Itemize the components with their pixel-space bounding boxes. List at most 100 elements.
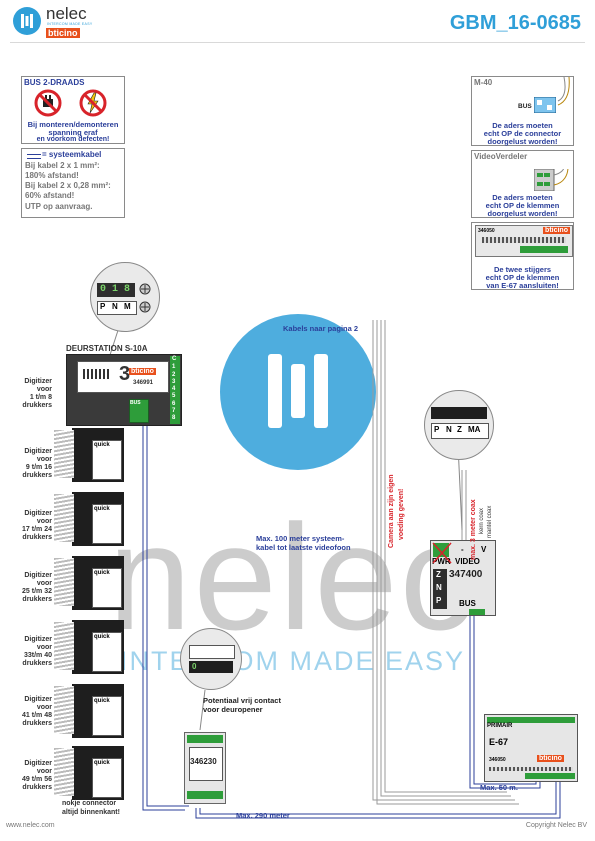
monitor-pwr: PWR xyxy=(432,557,451,566)
document-code: GBM_16-0685 xyxy=(449,12,581,34)
nokje-note-1: nokje connector xyxy=(62,800,117,807)
zoom-monitor-key-n: N xyxy=(446,425,452,434)
no-lightning-icon xyxy=(79,89,107,117)
module-text: quick xyxy=(94,570,110,576)
zoom-digit-0: 0 xyxy=(100,284,107,295)
zoom-pointer-relay xyxy=(199,689,206,731)
coax-note-2: kern coax xyxy=(479,507,485,534)
brand-name: nelec xyxy=(46,4,87,23)
zoom-screw-icon-2 xyxy=(139,301,151,313)
cable-line-2: 180% afstand! xyxy=(25,171,79,180)
door-station: 3 bticino 346991 BUS C 1 2 3 4 5 6 7 8 xyxy=(66,354,182,426)
monitor-key-p: P xyxy=(436,596,442,605)
note-max100-1: Max. 100 meter systeem- xyxy=(256,534,345,543)
camera-note-1: Camera aan zijn eigen xyxy=(388,474,395,548)
zoom-key-panel xyxy=(97,301,137,315)
video-distributor-box: VideoVerdeler De aders moeten echt OP de… xyxy=(471,150,574,218)
riser-text-2: echt OP de klemmen xyxy=(485,273,560,282)
coax-note-3: mantel coax xyxy=(487,505,493,538)
module-text: quick xyxy=(94,634,110,640)
video-title: VideoVerdeler xyxy=(474,152,528,161)
zoom-key-m: M xyxy=(124,302,131,311)
terminal-5: 5 xyxy=(172,393,176,399)
m40-title: M-40 xyxy=(474,78,493,87)
zoom-monitor-key-p: P xyxy=(434,425,440,434)
relay-module: 346230 xyxy=(184,732,226,804)
zoom-digit-2: 8 xyxy=(124,284,131,295)
monitor-minus: - xyxy=(461,545,464,554)
sub-brand: bticino xyxy=(46,28,80,38)
zoom-monitor-key-z: Z xyxy=(457,425,462,434)
cable-line-4: 60% afstand! xyxy=(25,191,75,200)
warning-title: BUS 2-DRAADS xyxy=(24,78,85,87)
door-station-bus-terminal xyxy=(129,399,149,423)
nelec-logo-icon xyxy=(13,7,41,35)
door-station-digit: 3 xyxy=(119,363,131,385)
brand-tagline: INTERCOM MADE EASY xyxy=(47,22,93,26)
riser-text-1: De twee stijgers xyxy=(493,265,552,274)
riser-cables xyxy=(372,320,519,805)
monitor-bus: BUS xyxy=(459,599,476,608)
module-text: quick xyxy=(94,506,110,512)
note-contact-1: Potentiaal vrij contact xyxy=(203,696,281,705)
m40-text-3: doorgelust worden! xyxy=(487,137,558,146)
digitizer-module: quick xyxy=(54,556,126,610)
terminal-c: C xyxy=(172,356,177,362)
digitizer-module: quick xyxy=(54,492,126,546)
header-divider xyxy=(10,42,585,43)
note-contact-2: voor deuropener xyxy=(203,705,263,714)
video-distributor-icon xyxy=(534,169,569,191)
warning-text-3: en voorkom defecten! xyxy=(36,136,110,143)
zoom-key-n: N xyxy=(112,302,118,311)
zoom-relay: 0 xyxy=(180,628,242,690)
no-plug-icon xyxy=(34,89,62,117)
e67-mini-terminals xyxy=(520,246,568,253)
terminal-2: 2 xyxy=(172,372,176,378)
zoom-key-p: P xyxy=(100,302,106,311)
module-text: quick xyxy=(94,698,110,704)
cable-line-1: Bij kabel 2 x 1 mm²: xyxy=(25,161,100,170)
cable-line-3: Bij kabel 2 x 0,28 mm²: xyxy=(25,181,111,190)
m40-text-2: echt OP de connector xyxy=(483,129,562,138)
video-text-3: doorgelust worden! xyxy=(487,209,558,218)
monitor-video: VIDEO xyxy=(455,557,480,566)
nelec-logo: nelec INTERCOM MADE EASY bticino xyxy=(12,4,132,38)
coax-cables xyxy=(461,470,467,545)
coax-note-1: max. 3 meter coax xyxy=(470,499,477,560)
monitor-model: 347400 xyxy=(449,569,483,580)
zoom-relay-digit: 0 xyxy=(192,662,197,671)
nokje-note-2: altijd binnenkant! xyxy=(62,809,120,816)
warning-text-2: spanning eraf xyxy=(48,128,98,137)
door-station-title: DEURSTATION S-10A xyxy=(66,344,148,353)
e67-model: 346050 xyxy=(489,757,506,763)
digitizer-module: quick xyxy=(54,684,126,738)
m40-wires xyxy=(557,77,570,106)
zoom-door-station: 0 1 8 P N M xyxy=(90,262,160,332)
note-kabels: Kabels naar pagina 2 xyxy=(283,324,359,333)
terminal-3: 3 xyxy=(172,379,176,385)
cable-line-5: UTP op aanvraag. xyxy=(25,202,93,211)
cable-info-box: = systeemkabel Bij kabel 2 x 1 mm²: 180%… xyxy=(21,148,125,218)
door-station-keypad xyxy=(83,369,109,379)
riser-text-3: van E-67 aansluiten! xyxy=(486,281,559,290)
monitor-key-z: Z xyxy=(436,570,441,579)
digitizer-module: quick xyxy=(54,746,126,800)
e67-brand: bticino xyxy=(537,755,564,762)
monitor-module: PWR - V VIDEO Z N P 347400 BUS xyxy=(430,540,496,616)
cable-legend: = systeemkabel xyxy=(42,150,102,159)
module-text: quick xyxy=(94,760,110,766)
door-station-brand: bticino xyxy=(129,368,156,375)
digitizer-module: quick xyxy=(54,620,126,674)
m40-box: M-40 BUS De aders moeten echt OP de conn… xyxy=(471,76,574,146)
monitor-key-n: N xyxy=(436,583,442,592)
bus-cables xyxy=(142,420,561,819)
door-station-panel xyxy=(77,361,169,393)
terminal-6: 6 xyxy=(172,401,176,407)
riser-brand: bticino xyxy=(543,227,570,234)
